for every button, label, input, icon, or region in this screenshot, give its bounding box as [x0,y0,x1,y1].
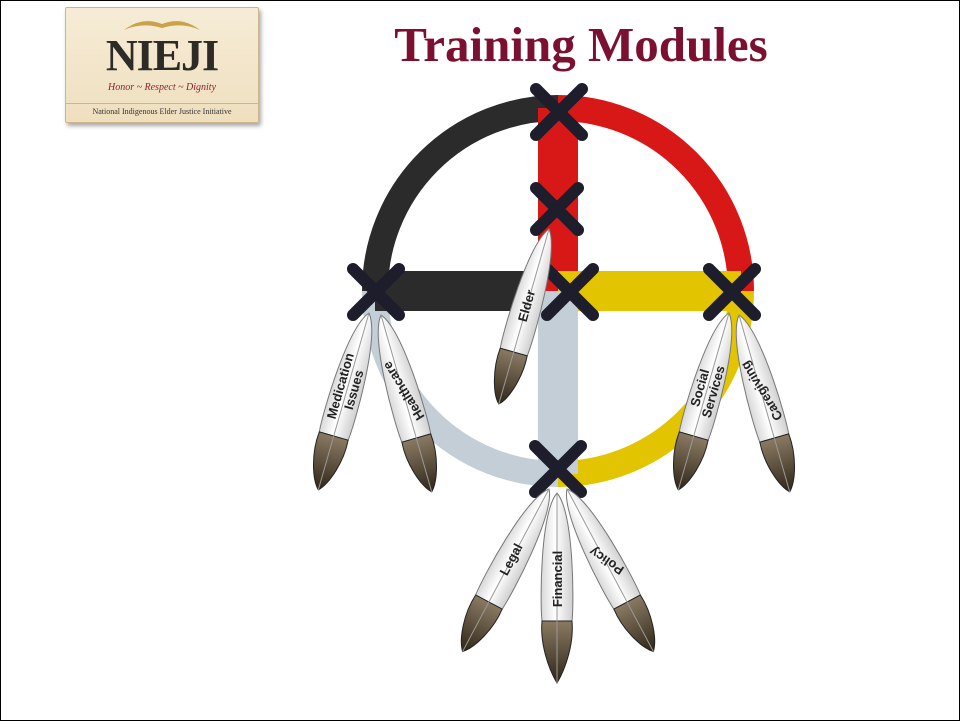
feather-medication-issues: Medication Issues [312,312,373,491]
ring-black-quadrant [362,95,559,292]
feather-financial: Financial [540,492,574,684]
logo-motto: Honor ~ Respect ~ Dignity [107,82,217,93]
ring-red-quadrant [557,95,754,292]
x-marker-bottom [529,440,587,498]
feather-social-services: Social Services [672,312,733,491]
feather-financial-label: Financial [550,551,565,607]
slide-title: Training Modules [394,17,768,72]
x-marker-top [530,83,588,141]
feather-caregiving: Caregiving [735,314,796,493]
feather-elder: Elder [493,228,552,405]
feather-healthcare: Healthcare [377,314,438,493]
cross-markers [347,83,761,498]
x-marker-center [541,263,599,321]
x-marker-right [703,263,761,321]
x-marker-left [347,263,405,321]
eagle-icon [124,21,200,30]
logo-mark: NIEJI [105,31,219,80]
logo-subtitle: National Indigenous Elder Justice Initia… [66,103,258,117]
x-marker-upper-mid [530,182,584,236]
nieji-logo: NIEJI Honor ~ Respect ~ Dignity National… [65,7,259,123]
feather-legal: Legal [460,488,550,653]
